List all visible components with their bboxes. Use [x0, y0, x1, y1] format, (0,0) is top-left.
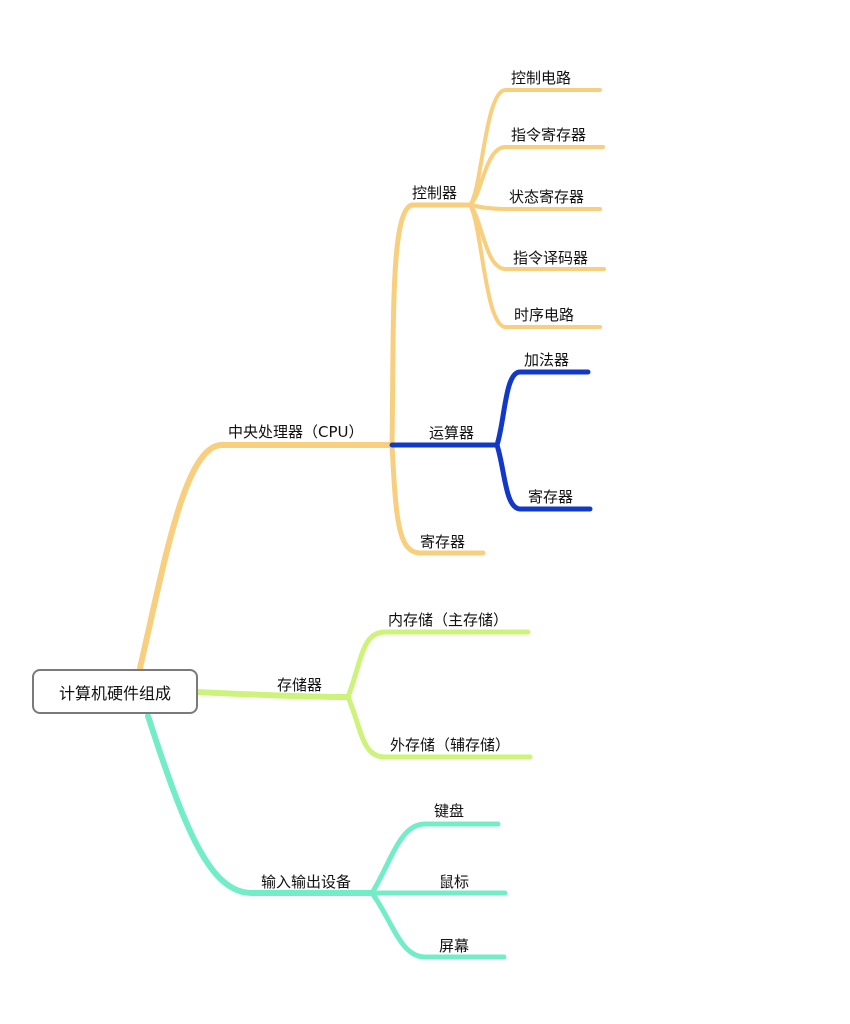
node-control-circuit[interactable]: 控制电路 [511, 69, 572, 87]
node-adder[interactable]: 加法器 [524, 351, 570, 369]
connector-io-screen [369, 890, 507, 960]
node-keyboard[interactable]: 键盘 [434, 802, 465, 820]
node-cpu[interactable]: 中央处理器（CPU） [228, 423, 364, 441]
connector-memory-aux [345, 694, 533, 760]
node-timing-circuit[interactable]: 时序电路 [514, 306, 575, 324]
connector-controller-child-2 [468, 145, 605, 207]
connector-alu-register [494, 442, 593, 512]
node-mouse[interactable]: 鼠标 [439, 873, 470, 891]
node-main-memory[interactable]: 内存储（主存储） [388, 611, 509, 629]
connector-memory-main [345, 629, 531, 700]
node-instruction-decoder[interactable]: 指令译码器 [513, 249, 589, 267]
connector-cpu-controller [389, 202, 473, 448]
node-io-devices[interactable]: 输入输出设备 [261, 873, 352, 891]
node-instruction-register[interactable]: 指令寄存器 [511, 126, 587, 144]
connector-io-keyboard [369, 821, 501, 896]
connector-cpu-register [389, 442, 486, 556]
node-aux-memory[interactable]: 外存储（辅存储） [390, 736, 511, 754]
connector-root-cpu [137, 442, 395, 671]
connector-root-memory [195, 689, 351, 700]
node-memory[interactable]: 存储器 [277, 676, 323, 694]
node-screen[interactable]: 屏幕 [439, 937, 470, 955]
connector-alu-adder [494, 369, 591, 448]
node-status-register[interactable]: 状态寄存器 [509, 188, 585, 206]
connector-controller-child-3 [468, 203, 602, 211]
connector-controller-child-5 [468, 203, 602, 329]
node-cpu-register[interactable]: 寄存器 [420, 533, 466, 551]
connector-root-io [145, 713, 375, 896]
node-controller[interactable]: 控制器 [412, 184, 458, 202]
root-node[interactable]: 计算机硬件组成 [32, 669, 198, 714]
node-alu-register[interactable]: 寄存器 [528, 488, 574, 506]
node-alu[interactable]: 运算器 [429, 424, 475, 442]
